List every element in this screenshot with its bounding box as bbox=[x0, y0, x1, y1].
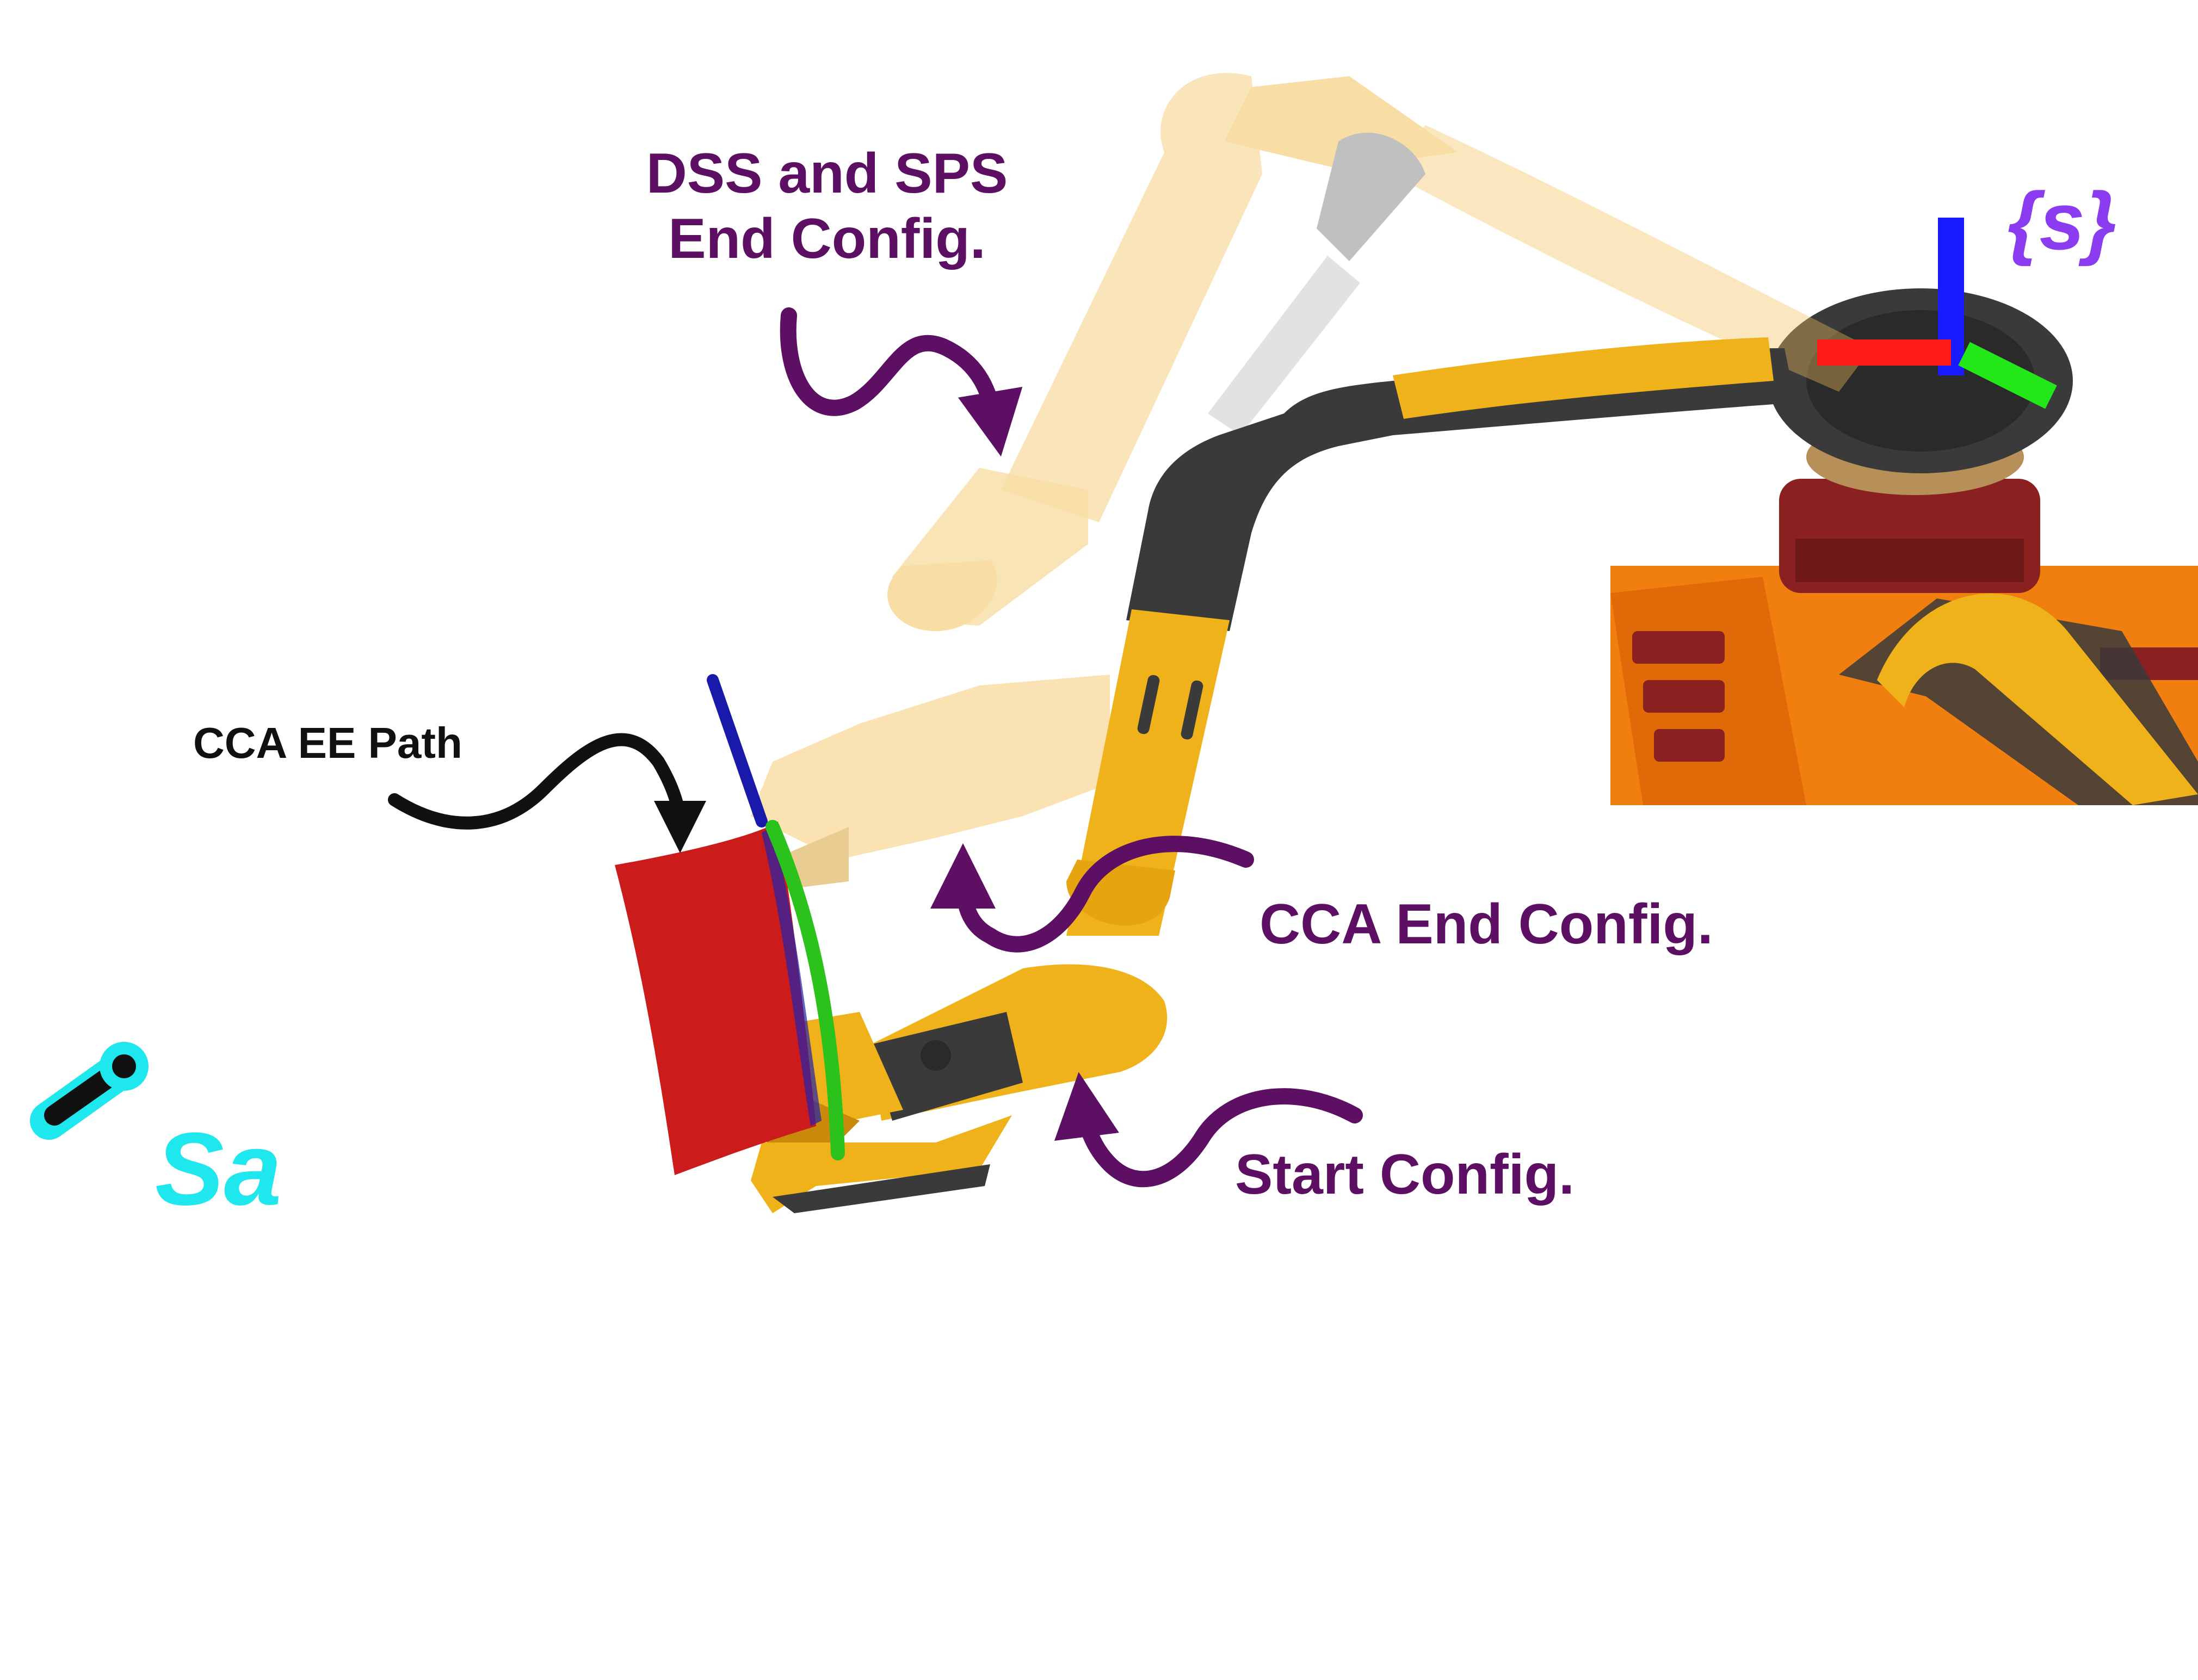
label-start-config: Start Config. bbox=[1235, 1143, 1575, 1206]
label-sa: Sa bbox=[155, 1111, 282, 1227]
cca-end-arrow bbox=[930, 836, 1254, 953]
sa-marker bbox=[30, 1042, 149, 1140]
robot-body bbox=[1610, 288, 2198, 805]
ghost-arm-dss-sps bbox=[751, 73, 1872, 892]
label-cca-end-config: CCA End Config. bbox=[1259, 893, 1713, 956]
label-cca-ee-path: CCA EE Path bbox=[193, 719, 462, 767]
cca-ee-path-arrow bbox=[388, 733, 706, 853]
frame-s-axes bbox=[1817, 218, 2057, 409]
label-frame-s: {s} bbox=[2008, 175, 2117, 267]
dss-sps-arrow bbox=[780, 307, 1023, 457]
cca-ee-path bbox=[615, 674, 845, 1175]
label-dss-sps-end-config: DSS and SPS End Config. bbox=[646, 142, 1008, 270]
start-arrow bbox=[1054, 1072, 1363, 1188]
